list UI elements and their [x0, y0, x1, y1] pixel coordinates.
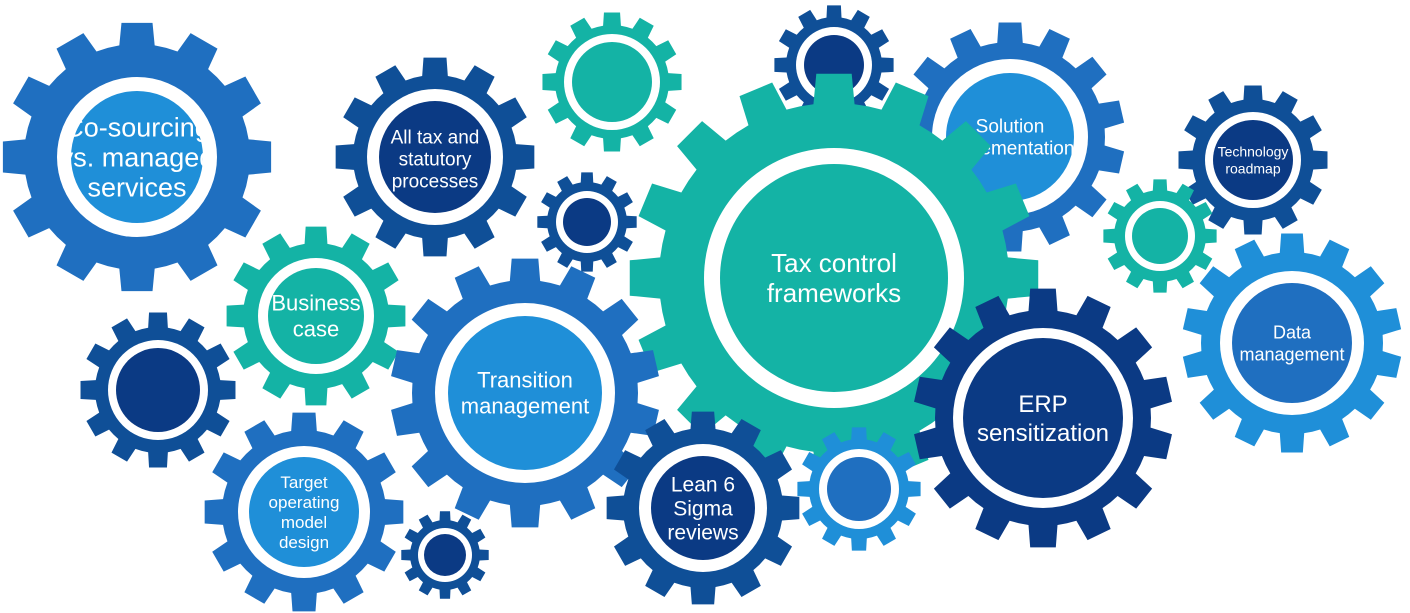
- gear-label-line: management: [461, 394, 589, 419]
- gear-small-blue-mid: [537, 172, 637, 272]
- gear-small-teal-right: [1103, 179, 1217, 293]
- gear-hub: [651, 456, 755, 560]
- gear-hub: [424, 534, 466, 576]
- gear-label-line: All tax and: [391, 128, 480, 149]
- gear-label-line: Target: [280, 473, 328, 492]
- gear-label-line: Lean 6: [671, 473, 735, 496]
- gear-label-line: operating: [269, 493, 340, 512]
- gear-hub: [572, 42, 652, 122]
- gear-hub: [720, 164, 948, 392]
- gear-hub: [448, 316, 602, 470]
- gear-label-line: frameworks: [767, 278, 901, 308]
- gear-small-navy-top: [774, 5, 894, 125]
- gear-label-line: roadmap: [1225, 160, 1280, 176]
- gear-hub: [563, 198, 611, 246]
- gear-hub: [827, 457, 891, 521]
- gear-label-line: Solution: [976, 117, 1045, 138]
- gear-label-line: Technology: [1218, 143, 1289, 159]
- gear-hub: [1213, 120, 1293, 200]
- gear-label-line: model: [281, 513, 327, 532]
- gear-hub: [1232, 283, 1352, 403]
- gear-label-line: services: [87, 172, 186, 202]
- gear-label-line: statutory: [399, 150, 472, 171]
- gear-hub: [963, 338, 1123, 498]
- gear-hub: [268, 268, 364, 364]
- gear-hub: [1132, 208, 1188, 264]
- gear-label-line: Business: [271, 291, 360, 316]
- gear-label-line: management: [1239, 344, 1344, 364]
- gear-label-line: processes: [392, 172, 479, 193]
- gear-label-line: Transition: [477, 368, 573, 393]
- gear-left-navy: [80, 312, 236, 468]
- gear-label-line: Data: [1273, 322, 1312, 342]
- gear-label-line: Sigma: [673, 497, 733, 520]
- gear-label-line: vs. managed: [60, 142, 215, 172]
- gear-hub: [249, 457, 359, 567]
- gear-small-teal-top: [542, 12, 682, 152]
- gear-hub: [71, 91, 203, 223]
- gear-small-bottom-right: [797, 427, 921, 551]
- gear-label-line: reviews: [667, 521, 738, 544]
- gear-label-line: Co-sourcing: [64, 112, 210, 142]
- gear-label-line: Tax control: [771, 248, 897, 278]
- gear-hub: [116, 348, 200, 432]
- gear-label-line: design: [279, 533, 329, 552]
- gear-hub: [946, 73, 1074, 201]
- gear-label-line: ERP: [1018, 391, 1067, 418]
- gear-small-bottom-mid: [401, 511, 489, 599]
- gear-hub: [379, 101, 491, 213]
- gear-label-line: case: [293, 317, 339, 342]
- gear-label-line: sensitization: [977, 420, 1109, 447]
